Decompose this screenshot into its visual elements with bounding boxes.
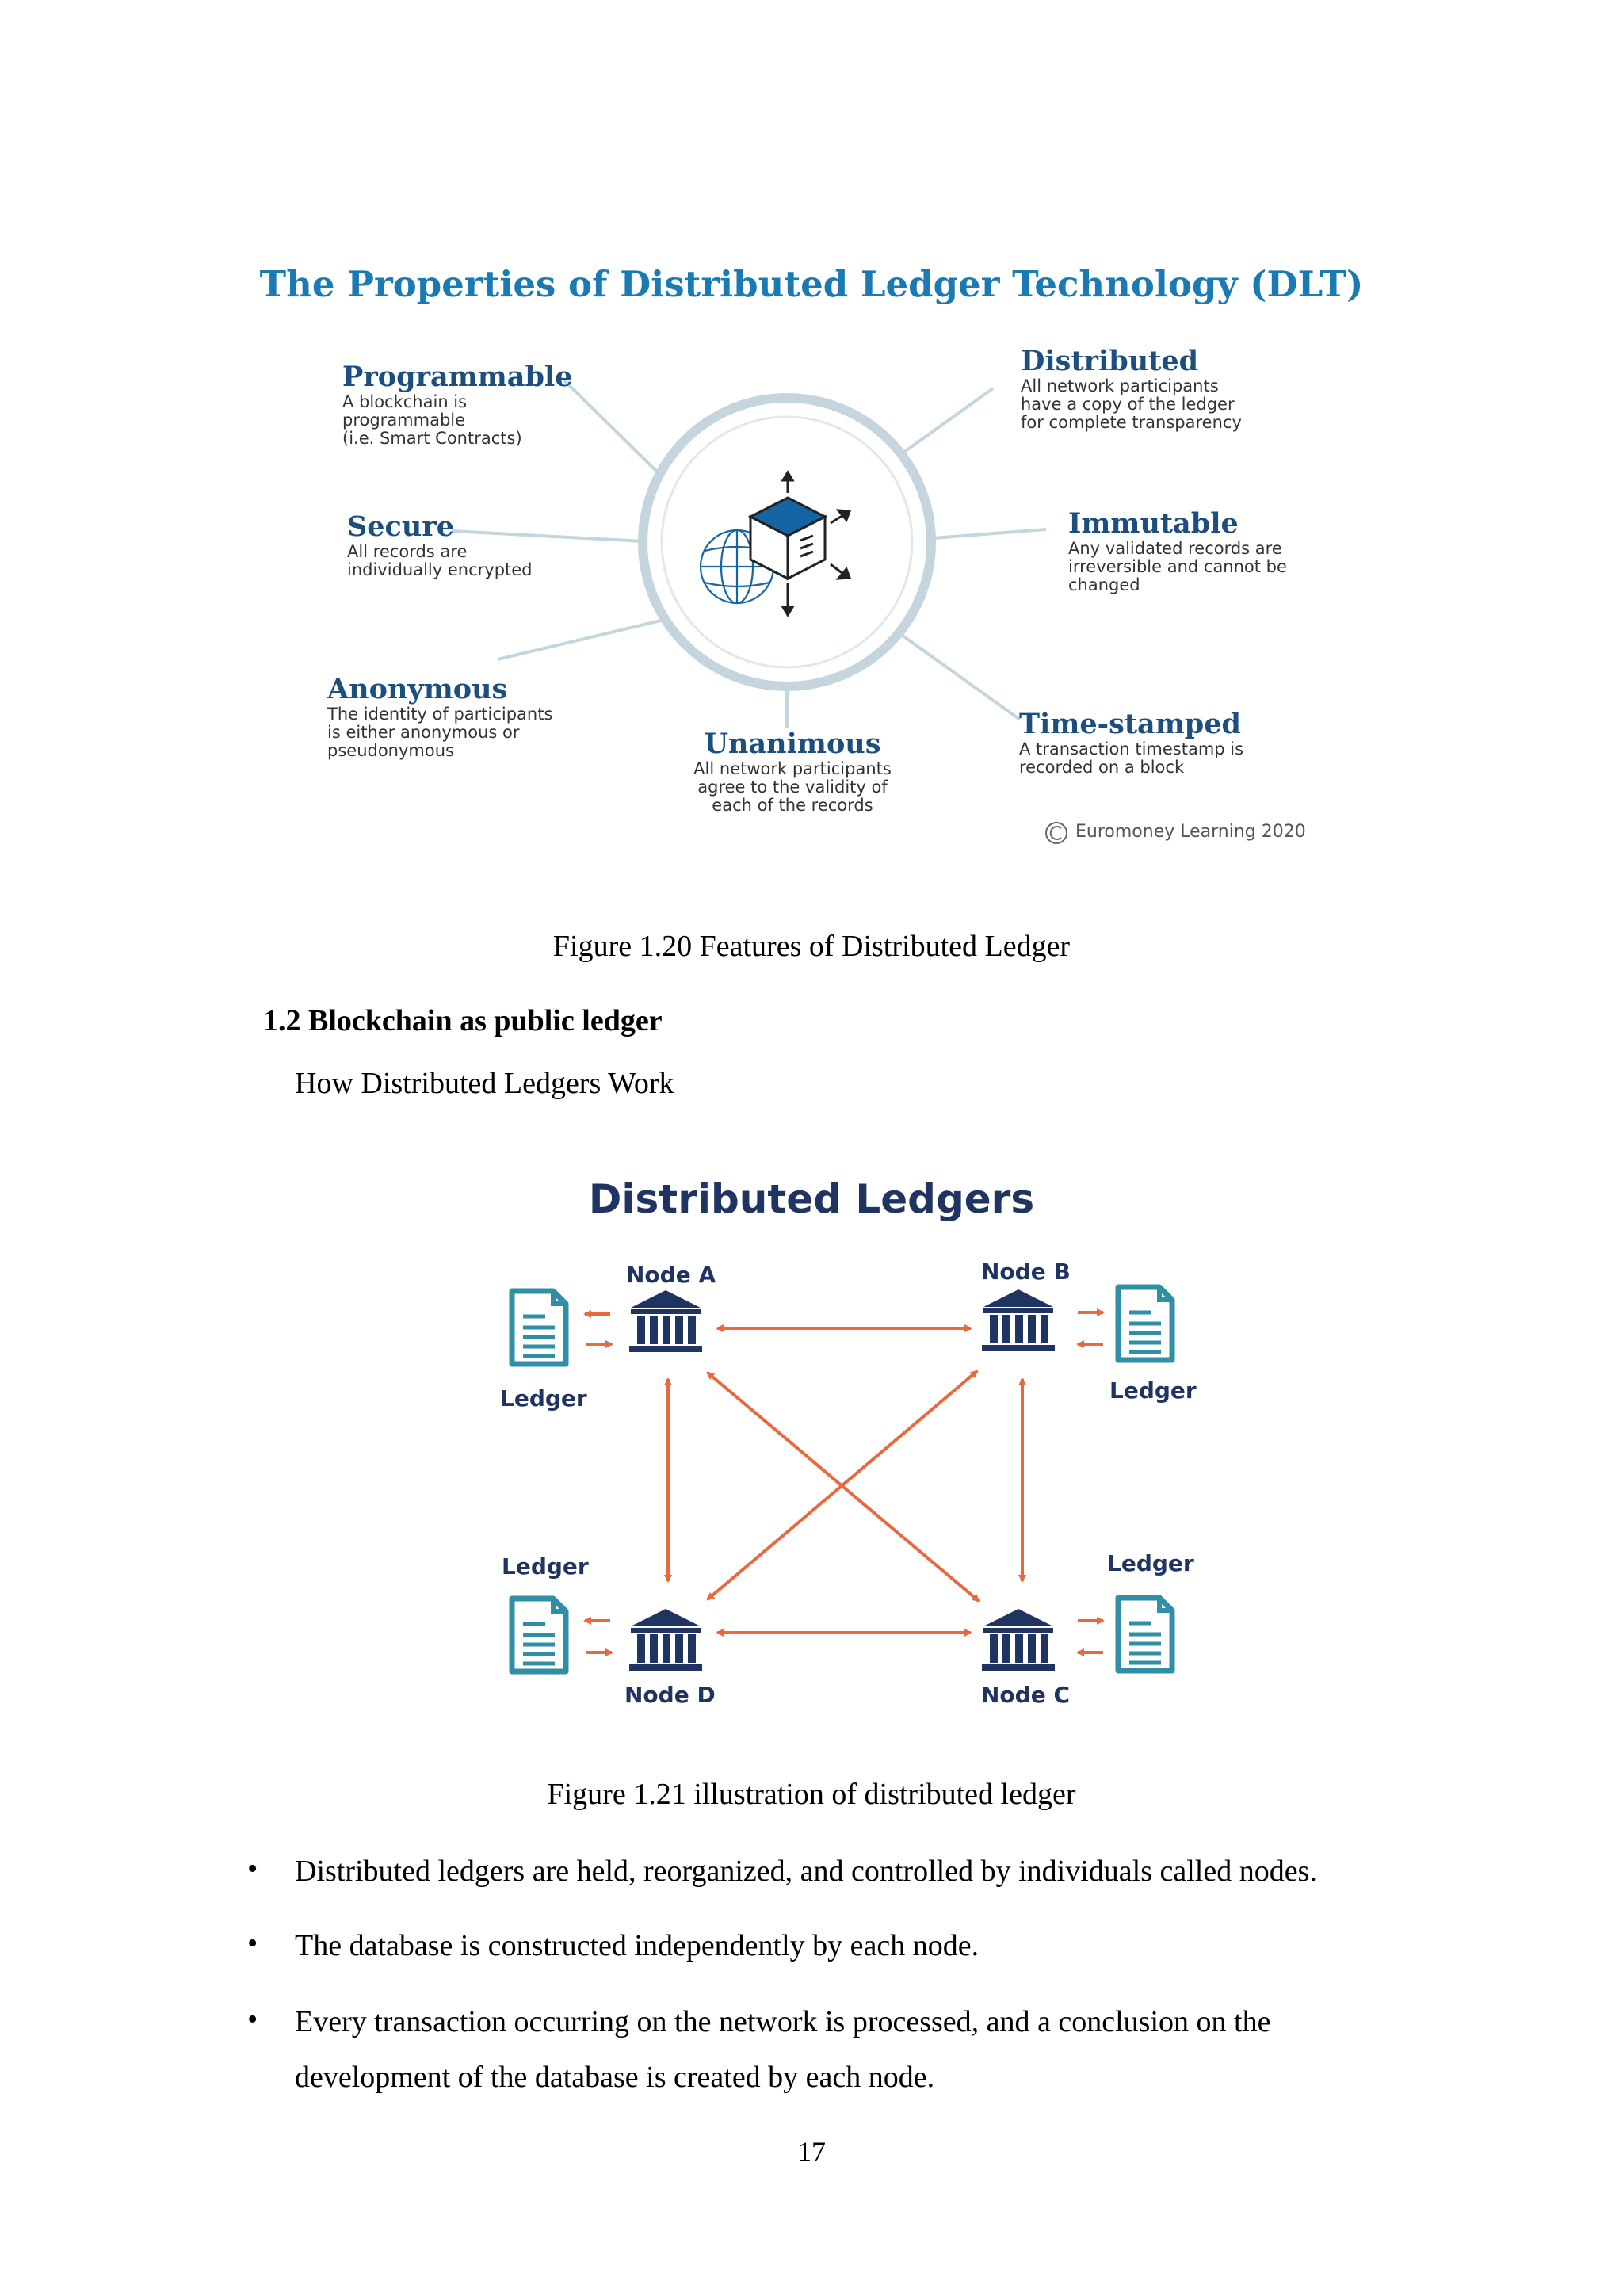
property-desc: A blockchain is programmable (i.e. Smart… <box>342 392 522 448</box>
ledger-d-icon <box>512 1599 566 1671</box>
property-desc: A transaction timestamp is recorded on a… <box>1019 739 1244 777</box>
property-title: Anonymous <box>327 673 508 705</box>
node-d-label: Node D <box>624 1682 716 1708</box>
property-distributed: Distributed All network participants hav… <box>1021 345 1242 432</box>
ledger-a-icon <box>512 1291 566 1364</box>
outer-ring <box>638 393 936 691</box>
copyright-icon <box>1045 822 1067 844</box>
ledger-a-label: Ledger <box>500 1385 587 1412</box>
property-timestamped: Time-stamped A transaction timestamp is … <box>1019 708 1243 777</box>
node-c-icon <box>982 1609 1055 1671</box>
property-desc: The identity of participants is either a… <box>327 705 553 760</box>
ledger-c-label: Ledger <box>1107 1550 1194 1576</box>
figure-caption-1-20: Figure 1.20 Features of Distributed Ledg… <box>552 930 1071 963</box>
connector-lines <box>451 379 1047 728</box>
node-d-icon <box>629 1609 702 1671</box>
ledgers-figure-title: Distributed Ledgers <box>588 1176 1035 1222</box>
property-title: Programmable <box>342 361 573 393</box>
property-title: Secure <box>347 510 455 543</box>
property-desc: All network participants agree to the va… <box>693 759 892 815</box>
node-b-icon <box>982 1289 1055 1351</box>
node-b-label: Node B <box>981 1259 1071 1285</box>
node-c-label: Node C <box>981 1682 1070 1708</box>
bullet-marker: • <box>247 1852 258 1885</box>
ledger-c-icon <box>1118 1598 1172 1671</box>
property-title: Time-stamped <box>1019 708 1241 740</box>
dlt-figure-title: The Properties of Distributed Ledger Tec… <box>259 263 1364 305</box>
property-desc: All records are individually encrypted <box>347 542 533 579</box>
ledger-b-label: Ledger <box>1109 1377 1197 1404</box>
property-unanimous: Unanimous All network participants agree… <box>666 728 919 815</box>
property-title: Immutable <box>1068 507 1239 540</box>
inner-ring <box>660 415 914 669</box>
bullet-marker: • <box>247 1927 258 1960</box>
bullet-text-2: The database is constructed independentl… <box>295 1929 980 1962</box>
page-number: 17 <box>797 2136 826 2168</box>
bullet-marker: • <box>247 2003 258 2036</box>
section-subheading: How Distributed Ledgers Work <box>295 1067 674 1100</box>
ledger-d-label: Ledger <box>502 1553 589 1580</box>
property-desc: All network participants have a copy of … <box>1021 376 1242 432</box>
ledger-b-icon <box>1118 1287 1172 1360</box>
section-heading: 1.2 Blockchain as public ledger <box>263 1004 663 1037</box>
ledgers-diagram <box>0 1189 1623 1744</box>
figure-caption-1-21: Figure 1.21 illustration of distributed … <box>547 1778 1076 1811</box>
property-title: Unanimous <box>704 728 881 760</box>
property-programmable: Programmable A blockchain is programmabl… <box>342 361 572 448</box>
ledger-arrows <box>583 1308 1105 1656</box>
property-title: Distributed <box>1021 345 1199 377</box>
property-secure: Secure All records are individually encr… <box>347 510 533 579</box>
property-desc: Any validated records are irreversible a… <box>1068 539 1287 594</box>
property-anonymous: Anonymous The identity of participants i… <box>327 673 552 760</box>
node-a-label: Node A <box>626 1262 716 1288</box>
network-arrows <box>664 1324 1026 1637</box>
node-a-icon <box>629 1290 702 1352</box>
cube-arrows <box>781 470 852 617</box>
cube-icon <box>747 496 828 581</box>
dlt-diagram <box>451 379 1067 844</box>
bullet-text-1: Distributed ledgers are held, reorganize… <box>295 1855 1317 1888</box>
figure-credit: Euromoney Learning 2020 <box>1075 822 1306 842</box>
bullet-text-3: Every transaction occurring on the netwo… <box>295 2005 1271 2094</box>
property-immutable: Immutable Any validated records are irre… <box>1068 507 1287 594</box>
